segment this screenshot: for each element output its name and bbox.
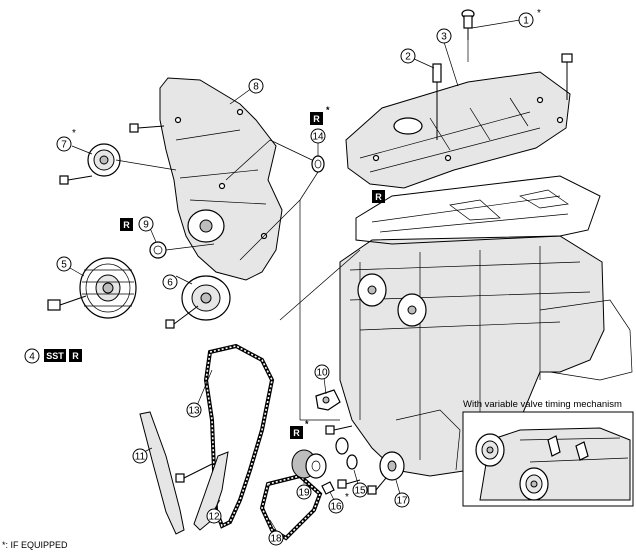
cylinder-head-cover [345, 71, 571, 189]
callout-6: 6 [162, 274, 178, 290]
tag-r-gasket-label: R [375, 192, 382, 202]
tag-r-14-label: R [313, 114, 320, 124]
callout-10-number: 10 [316, 368, 328, 379]
oil-pump-sprocket [367, 451, 405, 495]
callout-7-number: 7 [61, 140, 67, 151]
chain-tensioner [315, 389, 341, 411]
cover-bolt [561, 53, 573, 100]
callout-10: 10 [314, 364, 330, 380]
callout-1-number: 1 [523, 16, 529, 27]
crankshaft-washer [321, 425, 361, 495]
callout-1-mark: * [537, 8, 541, 19]
tag-r-19-mark: * [305, 419, 309, 429]
inset-title: With variable valve timing mechanism [463, 399, 622, 410]
callout-3: 3 [436, 28, 452, 44]
inset-vvt: With variable valve timing mechanism [462, 399, 634, 507]
tag-r-19: R * [290, 419, 309, 439]
spark-plug-tube [432, 63, 442, 140]
tag-sst: SST [44, 349, 66, 362]
callout-16-number: 16 [330, 502, 342, 513]
crankshaft-sprocket [291, 449, 327, 479]
leader-lines [69, 19, 521, 531]
callout-16-mark: * [345, 492, 349, 503]
callout-12: 12 [206, 508, 222, 524]
tag-r-gasket: R [372, 190, 385, 203]
callout-15-number: 15 [354, 486, 366, 497]
callout-9: 9 [138, 216, 154, 232]
callout-19: 19 [296, 484, 312, 500]
chain-guide [139, 411, 185, 535]
callout-8: 8 [248, 78, 264, 94]
tag-r-19-label: R [293, 428, 300, 438]
tag-r-4-label: R [72, 351, 79, 361]
callout-18-number: 18 [270, 534, 282, 545]
engine-block [339, 235, 633, 477]
oil-level-gauge [461, 9, 475, 40]
callout-16: 16 * [328, 492, 349, 514]
callout-14: 14 [310, 128, 326, 144]
engine-front-cover [159, 77, 283, 281]
callout-6-number: 6 [167, 278, 173, 289]
callout-4: 4 [24, 348, 40, 364]
tag-sst-label: SST [46, 351, 64, 361]
oil-pump-chain [259, 473, 323, 541]
tag-r-4: R [69, 349, 82, 362]
callout-11-number: 11 [135, 452, 146, 463]
tag-r-14-mark: * [326, 105, 330, 115]
tag-r-9: R [120, 218, 133, 231]
callout-3-number: 3 [441, 32, 447, 43]
crankshaft-pulley [79, 257, 137, 319]
callout-18: 18 [268, 530, 284, 546]
callout-13-number: 13 [188, 406, 200, 417]
tag-r-9-label: R [123, 220, 130, 230]
cylinder-head-gasket [355, 175, 601, 245]
callout-7: 7 * [56, 128, 76, 152]
callout-11: 11 [132, 448, 148, 464]
callout-12-number: 12 [208, 512, 220, 523]
callout-1: 1 * [518, 8, 541, 28]
callout-17: 17 [394, 492, 410, 508]
callout-5-number: 5 [61, 260, 67, 271]
front-cover-bolt [129, 123, 165, 133]
callout-7-mark: * [72, 128, 76, 139]
tag-r-14: R * [310, 105, 330, 125]
camshaft-oil-seal [311, 155, 325, 173]
front-oil-seal [149, 241, 167, 259]
callout-4-number: 4 [29, 352, 35, 363]
callout-2-number: 2 [405, 52, 411, 63]
callout-8-number: 8 [253, 82, 259, 93]
callout-5: 5 [56, 256, 72, 272]
callout-14-number: 14 [312, 132, 324, 143]
callout-17-number: 17 [396, 496, 408, 507]
callout-15: 15 [352, 482, 368, 498]
vvt-sprocket-exhaust [519, 467, 549, 501]
callout-9-number: 9 [143, 220, 149, 231]
idler-pulley-upper [59, 143, 121, 185]
tensioner-arm [175, 451, 229, 531]
vvt-sprocket-intake [475, 433, 505, 467]
callout-2: 2 [400, 48, 416, 64]
idler-pulley-lower [165, 275, 231, 329]
timing-chain [203, 343, 275, 529]
footnote: *: IF EQUIPPED [2, 540, 68, 550]
callout-13: 13 [186, 402, 202, 418]
callout-19-number: 19 [298, 488, 310, 499]
crankshaft-pulley-bolt [47, 295, 87, 311]
